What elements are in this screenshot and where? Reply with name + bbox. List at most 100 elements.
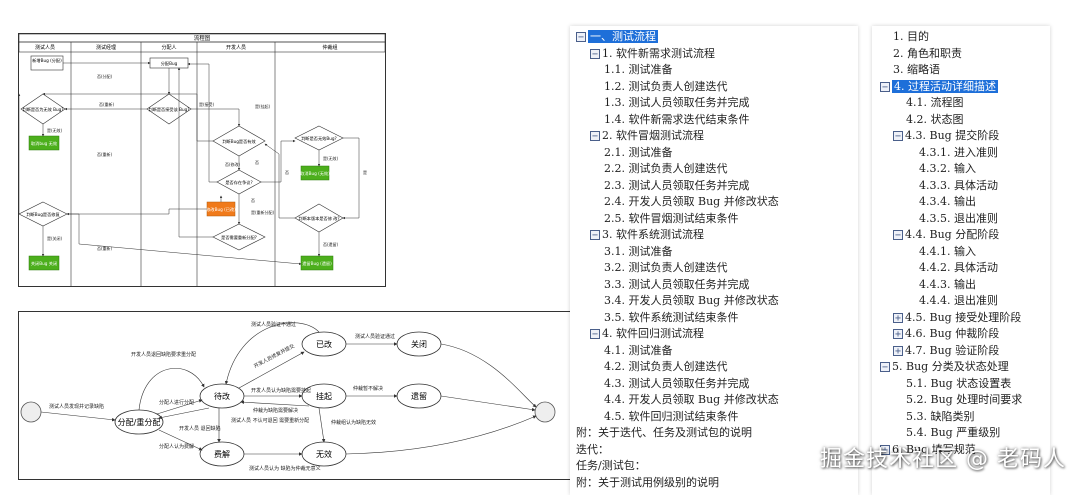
node-close-bug: 关闭Bug 关闭: [31, 260, 57, 267]
outline-item[interactable]: 2.1. 测试准备: [604, 145, 673, 160]
outline-item[interactable]: 1.4. 软件新需求迭代结束条件: [604, 112, 750, 127]
outline-item[interactable]: 1. 目的: [893, 29, 929, 44]
outline-item[interactable]: −4.4. Bug 分配阶段: [893, 227, 999, 242]
outline-item[interactable]: 2.3. 测试人员领取任务并完成: [604, 178, 750, 193]
outline-item[interactable]: 3.5. 软件系统测试结束条件: [604, 310, 739, 325]
node-arb-defer: 遗留Bug (遗留): [302, 260, 332, 267]
outline-item[interactable]: 4.3.5. 退出准则: [919, 211, 998, 226]
outline-item[interactable]: 4.4.3. 输出: [919, 277, 976, 292]
node-dev-judge: 判断Bug是否有效: [222, 138, 256, 145]
outline-item[interactable]: 3.4. 开发人员领取 Bug 并修改状态: [604, 293, 779, 308]
state-closed: 关闭: [411, 339, 427, 349]
outline-item-label: 1.4. 软件新需求迭代结束条件: [604, 112, 750, 126]
outline-item[interactable]: −3. 软件系统测试流程: [590, 227, 704, 242]
outline-item-label: 4.2. 状态图: [906, 112, 964, 126]
expand-icon[interactable]: +: [893, 329, 903, 340]
outline-item[interactable]: +4.5. Bug 接受处理阶段: [893, 310, 1021, 325]
outline-item-label: 4.3. 测试人员领取任务并完成: [604, 376, 750, 390]
outline-item[interactable]: 4.1. 流程图: [906, 95, 964, 110]
outline-item[interactable]: 3.3. 测试人员领取任务并完成: [604, 277, 750, 292]
outline-item-label: 4.3.5. 退出准则: [919, 211, 998, 225]
collapse-icon[interactable]: −: [590, 48, 600, 60]
outline-item[interactable]: 2. 角色和职责: [893, 46, 962, 61]
outline-item[interactable]: 附：关于测试用例级别的说明: [576, 475, 719, 490]
outline-item[interactable]: +4.6. Bug 仲裁阶段: [893, 326, 999, 341]
expand-icon[interactable]: +: [893, 345, 903, 357]
node-cancel-bug: 取消bug 无效: [31, 140, 58, 147]
outline-item[interactable]: 4.3.2. 输入: [919, 161, 976, 176]
outline-item[interactable]: 4.3.4. 输出: [919, 194, 976, 209]
outline-item[interactable]: 4.2. 状态图: [906, 112, 964, 127]
outline-item-label: 2.1. 测试准备: [604, 145, 673, 159]
outline-item[interactable]: 4.2. 测试负责人创建迭代: [604, 359, 728, 374]
tr-arb-invalid: 仲裁组认为缺陷无效: [331, 419, 376, 426]
outline-item-label: 4.3.1. 进入准则: [919, 145, 998, 159]
outline-item[interactable]: 任务/测试包：: [576, 458, 646, 473]
node-tester-judge: 判断是否为无效 Bug?: [22, 106, 63, 113]
collapse-icon[interactable]: −: [893, 230, 903, 241]
outline-item[interactable]: 3. 缩略语: [893, 62, 940, 77]
collapse-icon[interactable]: −: [576, 32, 586, 43]
outline-item[interactable]: 1.2. 测试负责人创建迭代: [604, 79, 728, 94]
outline-item[interactable]: 4.4.4. 退出准则: [919, 293, 998, 308]
outline-item[interactable]: 4.4.1. 输入: [919, 244, 976, 259]
outline-item[interactable]: 4.3.3. 具体活动: [919, 178, 998, 193]
outline-item[interactable]: 4.5. 软件回归测试结束条件: [604, 409, 739, 424]
outline-item[interactable]: 迭代：: [576, 442, 609, 457]
outline-item[interactable]: 4.3. 测试人员领取任务并完成: [604, 376, 750, 391]
outline-item[interactable]: 附：关于迭代、任务及测试包的说明: [576, 425, 752, 440]
outline-item[interactable]: 5.3. 缺陷类别: [906, 409, 975, 424]
collapse-icon[interactable]: −: [590, 131, 600, 142]
state-suspended: 挂起: [316, 391, 332, 401]
watermark: 掘金技术社区 @ 老码人: [820, 447, 1066, 472]
expand-icon[interactable]: +: [880, 444, 890, 456]
outline-item[interactable]: +6. Bug 填写规范: [880, 442, 976, 457]
outline-item[interactable]: 1.1. 测试准备: [604, 62, 673, 77]
outline-item[interactable]: −5. Bug 分类及状态处理: [880, 359, 1009, 374]
tr-assign: 分配人进行分配: [159, 399, 194, 406]
outline-item[interactable]: 4.1. 测试准备: [604, 343, 673, 358]
outline-item[interactable]: 4.4. 开发人员领取 Bug 并修改状态: [604, 392, 779, 407]
outline-item-label: 3. 缩略语: [893, 63, 940, 76]
outline-item-label: 3.2. 测试负责人创建迭代: [604, 261, 728, 274]
outline-item[interactable]: 2.5. 软件冒烟测试结束条件: [604, 211, 739, 226]
expand-icon[interactable]: +: [893, 312, 903, 324]
collapse-icon[interactable]: −: [880, 362, 890, 373]
outline-item-label: 1.2. 测试负责人创建迭代: [604, 79, 728, 93]
outline-item[interactable]: −4. 软件回归测试流程: [590, 326, 704, 341]
outline-item-label: 5.2. Bug 处理时间要求: [906, 393, 1023, 406]
tr-tester-fail: 测试人员验证不通过: [251, 321, 296, 328]
edge-no1: 否: [255, 160, 259, 165]
outline-item[interactable]: 5.4. Bug 严重级别: [906, 425, 1000, 440]
edge-accept: 是(接受): [199, 101, 215, 107]
outline-item[interactable]: −4. 过程活动详细描述: [880, 79, 998, 94]
outline-item-label: 1.1. 测试准备: [604, 63, 673, 76]
outline-item[interactable]: 3.1. 测试准备: [604, 244, 673, 259]
collapse-icon[interactable]: −: [590, 329, 600, 340]
collapse-icon[interactable]: −: [880, 81, 890, 93]
outline-item[interactable]: 4.4.2. 具体活动: [919, 260, 998, 275]
collapse-icon[interactable]: −: [893, 131, 903, 142]
node-dev-dispute: 是否存在争议?: [225, 179, 252, 186]
outline-item[interactable]: −1. 软件新需求测试流程: [590, 46, 715, 61]
outline-item[interactable]: 5.1. Bug 状态设置表: [906, 376, 1011, 391]
node-fix-bug: 修改Bug (已改): [206, 206, 236, 213]
outline-item[interactable]: 2.2. 测试负责人创建迭代: [604, 161, 728, 176]
collapse-icon[interactable]: −: [590, 230, 600, 241]
outline-item-label: 3. 软件系统测试流程: [602, 228, 704, 241]
outline-item[interactable]: −一、测试流程: [576, 29, 658, 44]
outline-item[interactable]: 1.3. 测试人员领取任务并完成: [604, 95, 750, 110]
outline-item[interactable]: +4.7. Bug 验证阶段: [893, 343, 999, 358]
edge-fix: 否(修改): [225, 161, 241, 167]
outline-item[interactable]: 3.2. 测试负责人创建迭代: [604, 260, 728, 275]
edge-reopen: 否(重新): [97, 245, 113, 251]
outline-item[interactable]: 2.4. 开发人员领取 Bug 并修改状态: [604, 194, 779, 209]
outline-item[interactable]: −4.3. Bug 提交阶段: [893, 128, 999, 143]
outline-item[interactable]: −2. 软件冒烟测试流程: [590, 128, 704, 143]
state-confusing: 费解: [214, 449, 230, 459]
outline-item[interactable]: 4.3.1. 进入准则: [919, 145, 998, 160]
edge-reassign2: 否(重新): [97, 151, 113, 157]
node-arb-cancel: 取消Bug (无效): [300, 170, 330, 177]
outline-item-label: 4.1. 流程图: [906, 96, 964, 109]
outline-item[interactable]: 5.2. Bug 处理时间要求: [906, 392, 1022, 407]
